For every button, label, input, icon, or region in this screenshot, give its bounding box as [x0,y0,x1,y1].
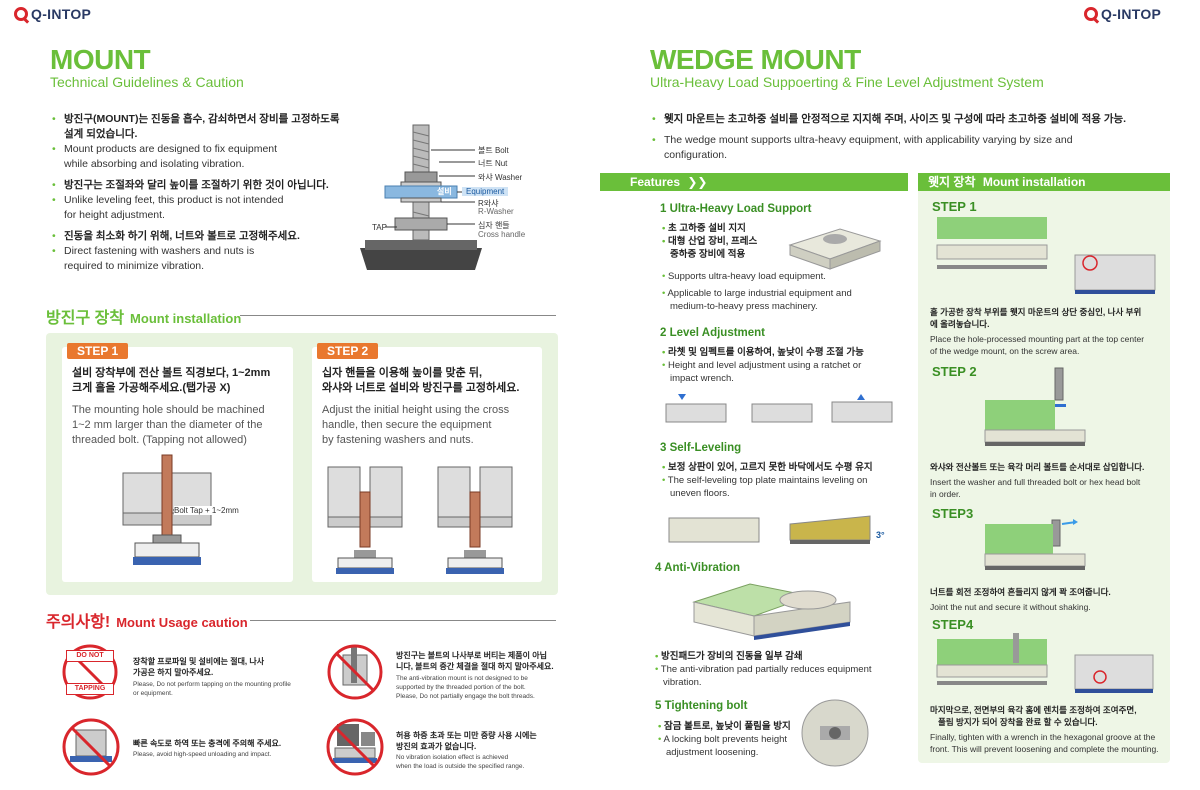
mount-cross-section-diagram [360,124,482,270]
no-overload-icon [326,718,384,776]
label-cross-ko: 십자 핸들 [478,221,510,230]
brand-logo-left: Q-INTOP [14,6,91,22]
feature1-heading: 1 Ultra-Heavy Load Support [660,203,812,215]
mount-bullets: 방진구(MOUNT)는 진동을 흡수, 감쇠하면서 장비를 고정하도록 설계 되… [52,112,362,280]
step1-tag: STEP 1 [67,343,129,359]
caution2-ko: 방진구는 볼트의 나사부로 버티는 제품이 아닙 니다, 볼트의 중간 체결을 … [396,651,554,671]
caution3-ko: 빠른 속도로 하역 또는 충격에 주의해 주세요. [133,739,282,748]
caution4-en: No vibration isolation effect is achieve… [396,754,525,770]
step1-diagram [122,454,212,565]
feature4-text: 방진패드가 장비의 진동을 일부 감쇄 The anti-vibration p… [655,650,895,689]
label-equipment-en: Equipment [462,187,509,196]
wedge-step3-diagram [984,519,1086,570]
section-divider [250,620,556,621]
caution2-en: The anti-vibration mount is not designed… [396,675,535,700]
label-rwasher-ko: R와샤 [478,199,499,208]
label-tap: TAP [372,223,387,232]
wedge-step3-text: 너트를 회전 조정하여 흔들리지 않게 꽉 조여줍니다. Joint the n… [930,587,1111,612]
page-title-right: WEDGE MOUNT [650,44,861,75]
tapping-stamp: TAPPING [66,683,114,695]
section-caution: 주의사항! Mount Usage caution [46,614,248,631]
logo-q-icon [1084,7,1098,21]
section-mount-installation: 방진구 장착 Mount installation [46,310,242,327]
step2-ko: 십자 핸들을 이용해 높이를 맞춘 뒤, 와샤와 너트로 설비와 방진구를 고정… [322,367,520,394]
bullet-item: Direct fastening with washers and nuts i… [52,244,362,274]
wedge-step4-diagram [936,633,1154,693]
caution1-ko: 장착할 프로파일 및 설비에는 절대, 나사 가공은 하지 말아주세요. [133,657,265,677]
caution3-en: Please, avoid high-speed unloading and i… [133,751,272,758]
label-equipment-ko: 설비 [437,187,452,196]
wedge-step1-text: 홀 가공한 장착 부위를 웻지 마운트의 상단 중심인, 나사 부위 에 올려놓… [930,307,1145,356]
step1-ko: 설비 장착부에 전산 볼트 직경보다, 1~2mm 크게 홀을 가공해주세요.(… [72,367,271,394]
feature5-text: 잠금 볼트로, 높낮이 풀림을 방지 A locking bolt preven… [658,720,808,759]
no-fast-unloading-icon [62,718,120,776]
wedge-step4-heading: STEP4 [932,617,974,632]
bullet-item: Unlike leveling feet, this product is no… [52,193,362,223]
label-nut: 너트 Nut [478,159,508,168]
brand-logo-right: Q-INTOP [1084,6,1161,22]
page-title-left: MOUNT [50,44,151,75]
section-divider [240,315,556,316]
no-partial-thread-icon [327,644,383,700]
wedge-step4-text: 마지막으로, 전면부의 육각 홈에 렌치를 조정하여 조여주면, 풀림 방지가 … [930,705,1159,754]
wedge-step2-diagram [984,367,1086,446]
wedge-step1-diagram [936,217,1156,294]
step2-tag: STEP 2 [317,343,379,359]
feature4-heading: 4 Anti-Vibration [655,562,740,574]
bullet-item: 진동을 최소화 하기 위해, 너트와 볼트로 고정해주세요. [52,229,362,244]
label-bolt: 볼트 Bolt [478,146,509,155]
feature3-heading: 3 Self-Leveling [660,442,742,454]
logo-q-icon [14,7,28,21]
step2-en: Adjust the initial height using the cros… [322,404,510,446]
double-chevron-icon: ❯❯ [687,175,708,189]
step2-diagram [327,466,513,574]
wedge-install-bar: 웻지 장착 Mount installation [918,173,1170,191]
feature2-heading: 2 Level Adjustment [660,327,766,339]
tightening-bolt-photo [801,699,869,767]
feature3-text: 보정 상판이 있어, 고르지 못한 바닥에서도 수평 유지 The self-l… [662,461,902,500]
do-not-stamp: DO NOT [66,650,114,662]
wedge-step1-heading: STEP 1 [932,199,977,214]
self-leveling-diagram [668,515,871,544]
step1-en: The mounting hole should be machined 1~2… [72,404,265,446]
feature1-en: Supports ultra-heavy load equipment. App… [662,270,892,313]
bullet-item: 방진구(MOUNT)는 진동을 흡수, 감쇠하면서 장비를 고정하도록 설계 되… [52,112,362,142]
bullet-item: Mount products are designed to fix equip… [52,142,362,172]
feature1-ko: 초 고하중 설비 지지 대형 산업 장비, 프레스 중하중 장비에 적용 [662,222,792,261]
wedge-step2-text: 와샤와 전산볼트 또는 육각 머리 볼트를 순서대로 삽입합니다. Insert… [930,462,1145,499]
bullet-item: 웻지 마운트는 초고하중 설비를 안정적으로 지지해 주며, 사이즈 및 구성에… [652,112,1172,127]
label-cross-en: Cross handle [478,230,526,239]
caution1-en: Please, Do not perform tapping on the mo… [133,681,291,697]
wedge-intro: 웻지 마운트는 초고하중 설비를 안정적으로 지지해 주며, 사이즈 및 구성에… [652,112,1172,163]
label-rwasher-en: R-Washer [478,207,514,216]
feature2-text: 라쳇 및 임펙트를 이용하여, 높낮이 수평 조절 가능 Height and … [662,346,902,385]
label-washer: 와샤 Washer [478,173,523,182]
wedge-step2-heading: STEP 2 [932,364,977,379]
anti-vibration-photo [692,583,851,640]
wedge-step3-heading: STEP3 [932,506,974,521]
page-subtitle-right: Ultra-Heavy Load Suppoerting & Fine Leve… [650,74,1044,90]
level-adjustment-diagram [665,394,893,423]
wedge-mount-photo-1 [788,228,882,270]
step2-card [312,347,542,582]
features-bar: Features ❯❯ [600,173,908,191]
caution4-ko: 허용 하중 초과 또는 미만 중량 사용 시에는 방진의 효과가 없습니다. [396,731,537,751]
self-leveling-angle: 3° [876,530,885,540]
feature5-heading: 5 Tightening bolt [655,700,748,712]
page-subtitle-left: Technical Guidelines & Caution [50,74,244,90]
bullet-item: 방진구는 조절좌와 달리 높이를 조절하기 위한 것이 아닙니다. [52,178,362,193]
bullet-item: The wedge mount supports ultra-heavy equ… [652,133,1172,163]
step1-bolt-tap-label: Bolt Tap + 1~2mm [174,506,239,515]
